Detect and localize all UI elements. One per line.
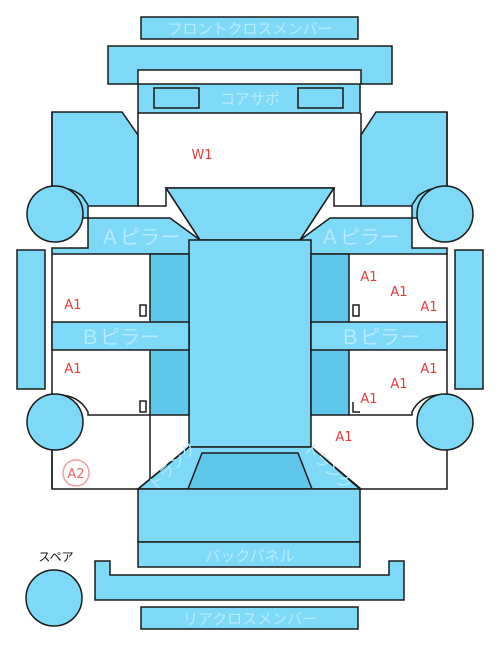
damage-mark-a2-rear-left: A2: [67, 467, 84, 482]
damage-mark-a2-circle: [62, 459, 90, 487]
left-a-pillar[interactable]: [51, 217, 201, 255]
left-front-door-handle: [139, 304, 147, 317]
right-rear-door-handle: [352, 402, 360, 413]
rear-right-wheel[interactable]: [416, 393, 474, 451]
spare-tire[interactable]: [25, 569, 83, 627]
left-rear-door-handle: [139, 400, 147, 413]
damage-mark-a1-left-lower: A1: [64, 362, 81, 377]
back-panel-upper[interactable]: [137, 488, 361, 543]
front-cross-member[interactable]: [140, 16, 359, 40]
damage-mark-a1-left-upper: A1: [64, 298, 81, 313]
damage-mark-a1-right-5: A1: [390, 377, 407, 392]
windshield-edge-left: [165, 187, 201, 241]
rear-cross-member[interactable]: [140, 606, 359, 630]
trunk-lid[interactable]: [186, 452, 314, 490]
right-b-pillar[interactable]: [310, 321, 448, 351]
left-b-pillar-label: Ｂピラー: [80, 325, 160, 349]
damage-mark-a1-right-4: A1: [420, 362, 437, 377]
damage-mark-a1-right-6: A1: [360, 392, 377, 407]
left-side-sill[interactable]: [16, 249, 46, 390]
rear-cross-member-label: リアクロスメンバー: [183, 610, 317, 628]
front-left-wheel[interactable]: [26, 185, 84, 243]
windshield[interactable]: [164, 187, 336, 241]
core-support-right-slot: [297, 87, 344, 109]
right-side-sill[interactable]: [454, 249, 484, 390]
right-b-pillar-label: Ｂピラー: [340, 325, 420, 349]
rear-window-edge-left: [137, 446, 190, 490]
right-front-door-handle: [352, 304, 360, 317]
front-bumper-bracket[interactable]: [107, 45, 393, 85]
spare-tire-label: スペア: [38, 550, 73, 564]
right-a-pillar-label: Ａピラー: [320, 225, 400, 249]
damage-mark-a1-rear-right: A1: [335, 430, 352, 445]
rear-left-wheel[interactable]: [26, 393, 84, 451]
rear-window-edge-right: [310, 446, 362, 490]
damage-mark-w1: W1: [191, 148, 212, 163]
core-support-left-slot: [153, 87, 200, 109]
windshield-edge-right: [299, 187, 335, 241]
back-panel[interactable]: [137, 541, 361, 568]
front-cross-member-label: フロントクロスメンバー: [167, 20, 332, 38]
damage-mark-a1-right-1: A1: [360, 270, 377, 285]
left-b-pillar[interactable]: [51, 321, 190, 351]
rear-bumper-bracket[interactable]: [94, 560, 405, 601]
damage-mark-a1-right-3: A1: [420, 300, 437, 315]
left-a-pillar-label: Ａピラー: [100, 225, 180, 249]
damage-mark-a1-right-2: A1: [390, 285, 407, 300]
back-panel-label: バックパネル: [205, 547, 294, 565]
roof[interactable]: [188, 239, 312, 448]
core-support-label: コアサポ: [220, 90, 280, 108]
front-right-wheel[interactable]: [416, 185, 474, 243]
